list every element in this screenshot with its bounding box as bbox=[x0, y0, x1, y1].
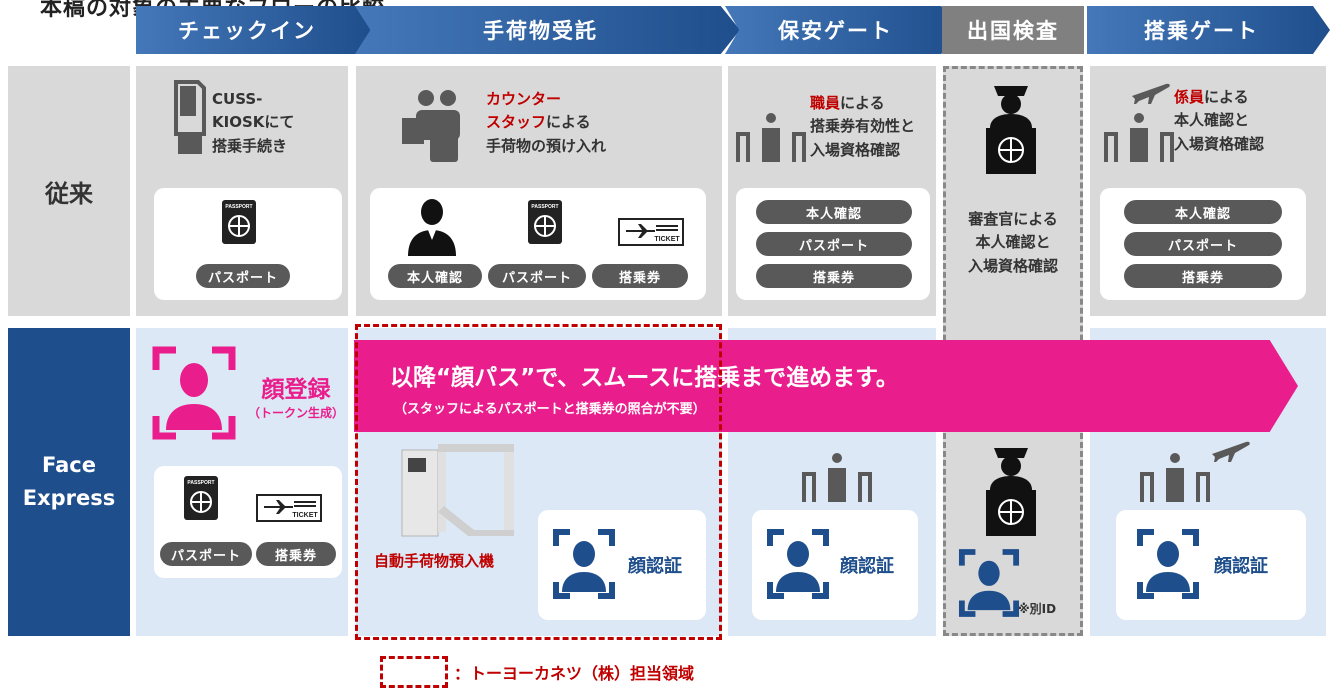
face-auth-label: 顔認証 bbox=[840, 556, 894, 577]
airplane-icon bbox=[1132, 83, 1170, 104]
fe-baggage-face-card: 顔認証 bbox=[538, 510, 706, 620]
stage-baggage: 手荷物受託 bbox=[355, 6, 740, 54]
fe-bag-machine-label: 自動手荷物預入機 bbox=[374, 552, 495, 570]
baggage-drop-machine-icon bbox=[401, 444, 514, 537]
staff-person-icon bbox=[408, 199, 456, 256]
face-pass-banner: 以降“顔パス”で、スムースに搭乗まで進めます。 （スタッフによるパスポートと搭乗… bbox=[354, 340, 1298, 432]
ticket-icon: TICKET bbox=[618, 218, 684, 246]
fe-security-face-card: 顔認証 bbox=[752, 510, 918, 620]
stage-checkin-label: チェックイン bbox=[178, 19, 316, 43]
row-label-fe-line1: Face bbox=[42, 453, 96, 478]
face-register-icon bbox=[152, 346, 236, 440]
officer-icon bbox=[986, 86, 1036, 174]
ticket-icon-text: TICKET bbox=[292, 512, 318, 519]
gate-icon bbox=[802, 453, 872, 502]
trad-baggage-text2a: スタッフ bbox=[486, 113, 547, 132]
passport-icon: PASSPORT bbox=[184, 476, 218, 520]
trad-security-text1a: 職員 bbox=[810, 94, 841, 112]
face-auth-icon bbox=[767, 529, 829, 599]
fe-boarding-face-card: 顔認証 bbox=[1116, 510, 1306, 620]
trad-boarding-text1a: 係員 bbox=[1174, 88, 1205, 106]
gate-icon bbox=[1104, 113, 1174, 162]
ticket-icon-text: TICKET bbox=[654, 236, 680, 243]
stage-security: 保安ゲート bbox=[725, 6, 960, 54]
passport-icon-2-text: PASSPORT bbox=[531, 204, 558, 210]
stage-boarding: 搭乗ゲート bbox=[1087, 6, 1330, 54]
pill-boarding-pass: 搭乗券 bbox=[592, 264, 688, 288]
gate-icon bbox=[736, 113, 806, 162]
face-auth-icon bbox=[1137, 529, 1199, 599]
face-auth-label: 顔認証 bbox=[1214, 556, 1268, 577]
gate-icon bbox=[1140, 453, 1210, 502]
porter-icon bbox=[402, 90, 460, 162]
toyokanetsu-area-box bbox=[355, 324, 722, 640]
separate-id-note: ※別ID bbox=[1018, 602, 1057, 616]
pill-identity: 本人確認 bbox=[1124, 200, 1282, 224]
passport-icon-text: PASSPORT bbox=[187, 480, 214, 486]
trad-baggage-card: PASSPORT TICKET 本人確認 パスポート 搭乗券 bbox=[370, 188, 706, 300]
officer-icon bbox=[986, 448, 1036, 536]
pill-identity: 本人確認 bbox=[756, 200, 912, 224]
trad-boarding-text3: 入場資格確認 bbox=[1174, 134, 1265, 153]
pill-passport: パスポート bbox=[196, 264, 290, 288]
trad-security-text1b: による bbox=[840, 94, 885, 112]
stage-emigration: 出国検査 bbox=[942, 6, 1084, 54]
trad-baggage-text3: 手荷物の預け入れ bbox=[486, 136, 607, 155]
face-auth-icon bbox=[553, 529, 615, 599]
trad-baggage-panel: カウンター スタッフによる 手荷物の預け入れ PASSPORT TICKET 本… bbox=[356, 66, 722, 316]
trad-emigration-text1: 審査官による bbox=[968, 210, 1058, 228]
face-auth-icon bbox=[958, 549, 1020, 617]
row-label-faceexpress: Face Express bbox=[8, 328, 130, 636]
legend-swatch bbox=[380, 656, 448, 688]
stage-baggage-label: 手荷物受託 bbox=[483, 19, 598, 43]
trad-boarding-text1b: による bbox=[1204, 88, 1249, 106]
trad-checkin-text2: KIOSKにて bbox=[212, 113, 295, 132]
stage-checkin: チェックイン bbox=[136, 6, 372, 54]
trad-checkin-text3: 搭乗手続き bbox=[212, 136, 288, 155]
trad-boarding-panel: 係員による 本人確認と 入場資格確認 本人確認 パスポート 搭乗券 bbox=[1090, 66, 1326, 316]
stage-emigration-label: 出国検査 bbox=[967, 19, 1059, 43]
trad-checkin-text1: CUSS- bbox=[212, 90, 263, 108]
passport-icon-2: PASSPORT bbox=[528, 200, 562, 244]
trad-checkin-card: PASSPORT パスポート bbox=[154, 188, 342, 300]
trad-boarding-card: 本人確認 パスポート 搭乗券 bbox=[1100, 188, 1306, 300]
banner-sub-text: （スタッフによるパスポートと搭乗券の照合が不要） bbox=[394, 402, 706, 417]
fe-checkin-card: PASSPORT TICKET パスポート 搭乗券 bbox=[154, 466, 342, 578]
pill-passport: パスポート bbox=[488, 264, 586, 288]
trad-baggage-text2b: による bbox=[546, 113, 591, 132]
passport-icon: PASSPORT bbox=[222, 200, 256, 244]
pill-boarding-pass: 搭乗券 bbox=[256, 542, 336, 566]
fe-checkin-panel: 顔登録 （トークン生成） PASSPORT TICKET パスポート 搭乗券 bbox=[136, 328, 348, 636]
trad-emigration-text3: 入場資格確認 bbox=[967, 256, 1058, 275]
kiosk-icon bbox=[174, 80, 206, 154]
face-auth-label: 顔認証 bbox=[628, 556, 682, 577]
airplane-icon bbox=[1212, 441, 1250, 462]
passport-icon-text: PASSPORT bbox=[225, 204, 252, 210]
row-label-traditional-text: 従来 bbox=[45, 179, 93, 208]
banner-main-text: 以降“顔パス”で、スムースに搭乗まで進めます。 bbox=[390, 365, 899, 391]
fe-register-sub: （トークン生成） bbox=[247, 406, 344, 420]
pill-passport: パスポート bbox=[756, 232, 912, 256]
trad-checkin-panel: CUSS- KIOSKにて 搭乗手続き PASSPORT パスポート bbox=[136, 66, 348, 316]
pill-boarding-pass: 搭乗券 bbox=[1124, 264, 1282, 288]
trad-security-card: 本人確認 パスポート 搭乗券 bbox=[736, 188, 930, 300]
trad-security-text2: 搭乗券有効性と bbox=[810, 117, 916, 136]
trad-baggage-text1: カウンター bbox=[486, 90, 562, 108]
ticket-icon: TICKET bbox=[256, 494, 322, 522]
fe-register-title: 顔登録 bbox=[261, 377, 331, 403]
stage-boarding-label: 搭乗ゲート bbox=[1144, 19, 1259, 43]
pill-passport: パスポート bbox=[1124, 232, 1282, 256]
trad-security-text3: 入場資格確認 bbox=[810, 140, 901, 159]
trad-boarding-text2: 本人確認と bbox=[1174, 111, 1250, 130]
trad-emigration-text2: 本人確認と bbox=[975, 233, 1051, 252]
trad-security-panel: 職員による 搭乗券有効性と 入場資格確認 本人確認 パスポート 搭乗券 bbox=[728, 66, 936, 316]
pill-identity: 本人確認 bbox=[388, 264, 482, 288]
row-label-traditional: 従来 bbox=[8, 66, 130, 316]
pill-passport: パスポート bbox=[160, 542, 252, 566]
row-label-fe-line2: Express bbox=[22, 486, 116, 510]
stage-security-label: 保安ゲート bbox=[778, 19, 893, 43]
legend-text: ：トーヨーカネツ（株）担当領域 bbox=[454, 664, 695, 683]
pill-boarding-pass: 搭乗券 bbox=[756, 264, 912, 288]
